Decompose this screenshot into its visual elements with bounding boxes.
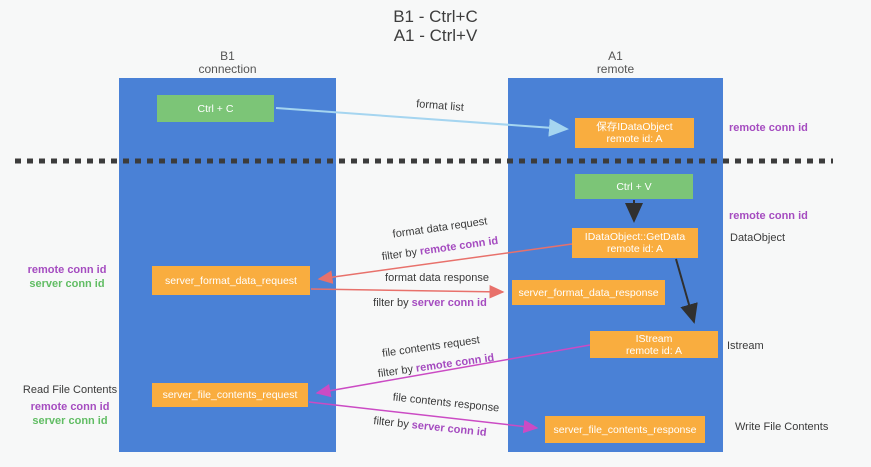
server-file-contents-response-label: server_file_contents_response	[553, 423, 697, 436]
lifeline-a1-name: A1	[608, 49, 623, 63]
remote-conn-id-left-2: remote conn id	[30, 401, 110, 413]
getdata-line2: remote id: A	[606, 243, 664, 255]
ctrl-c-label: Ctrl + C	[197, 102, 234, 115]
filter-by-text: filter by	[373, 297, 409, 309]
server-format-data-request-box: server_format_data_request	[152, 266, 310, 295]
left-conn-id-stack-1: remote conn id server conn id	[14, 263, 120, 291]
arrow-format-data-response	[310, 285, 505, 299]
idataobject-getdata-box: IDataObject::GetData remote id: A	[572, 228, 698, 258]
save-idataobject-line2: remote id: A	[606, 133, 663, 145]
ctrl-v-box: Ctrl + V	[575, 174, 693, 199]
istream-box: IStream remote id: A	[590, 331, 718, 358]
dataobject-label: DataObject	[730, 232, 786, 244]
lifeline-header-a1: A1 remote	[557, 50, 674, 76]
lifeline-a1-role: remote	[596, 62, 635, 76]
save-idataobject-box: 保存IDataObject remote id: A	[575, 118, 694, 148]
remote-conn-id-side-top: remote conn id	[729, 122, 808, 134]
istream-line2: remote id: A	[625, 344, 683, 357]
remote-conn-id-side-mid: remote conn id	[729, 210, 808, 222]
filter-by-text: filter by	[372, 415, 410, 431]
getdata-line1: IDataObject::GetData	[584, 231, 686, 243]
server-conn-id-left-1: server conn id	[29, 278, 105, 290]
lifeline-b1-name: B1	[220, 49, 235, 63]
filter-by-text: filter by	[377, 363, 414, 381]
left-conn-id-stack-2: Read File Contents remote conn id server…	[14, 383, 126, 428]
lifeline-header-b1: B1 connection	[169, 50, 286, 76]
server-format-data-response-box: server_format_data_response	[512, 280, 665, 305]
server-format-data-response-label: server_format_data_response	[518, 286, 659, 299]
server-conn-id-text: server conn id	[411, 419, 488, 439]
format-list-label: format list	[415, 98, 465, 114]
server-format-data-request-label: server_format_data_request	[165, 274, 297, 287]
istream-line1: IStream	[635, 332, 673, 345]
server-file-contents-request-label: server_file_contents_request	[162, 389, 298, 401]
save-idataobject-line1: 保存IDataObject	[596, 121, 673, 133]
remote-conn-id-left-1: remote conn id	[27, 264, 107, 276]
read-file-contents-label: Read File Contents	[22, 384, 118, 396]
istream-side-label: Istream	[727, 340, 764, 352]
lifeline-b1-role: connection	[198, 62, 257, 76]
write-file-contents-label: Write File Contents	[735, 421, 829, 433]
diagram-title: B1 - Ctrl+C A1 - Ctrl+V	[0, 7, 871, 45]
format-data-request-label: format data request	[391, 215, 489, 241]
filter-by-text: filter by	[381, 246, 418, 264]
server-file-contents-request-box: server_file_contents_request	[152, 383, 308, 407]
ctrl-v-label: Ctrl + V	[616, 180, 652, 193]
server-conn-id-left-2: server conn id	[32, 415, 108, 427]
remote-conn-id-text: remote conn id	[419, 234, 499, 258]
remote-conn-id-text: remote conn id	[415, 351, 495, 375]
file-contents-response-label: file contents response	[392, 391, 500, 415]
server-conn-id-text: server conn id	[411, 297, 487, 309]
title-line-2: A1 - Ctrl+V	[393, 26, 478, 45]
format-data-response-label: format data response	[385, 272, 489, 284]
title-line-1: B1 - Ctrl+C	[393, 7, 478, 26]
server-file-contents-response-box: server_file_contents_response	[545, 416, 705, 443]
ctrl-c-box: Ctrl + C	[157, 95, 274, 122]
